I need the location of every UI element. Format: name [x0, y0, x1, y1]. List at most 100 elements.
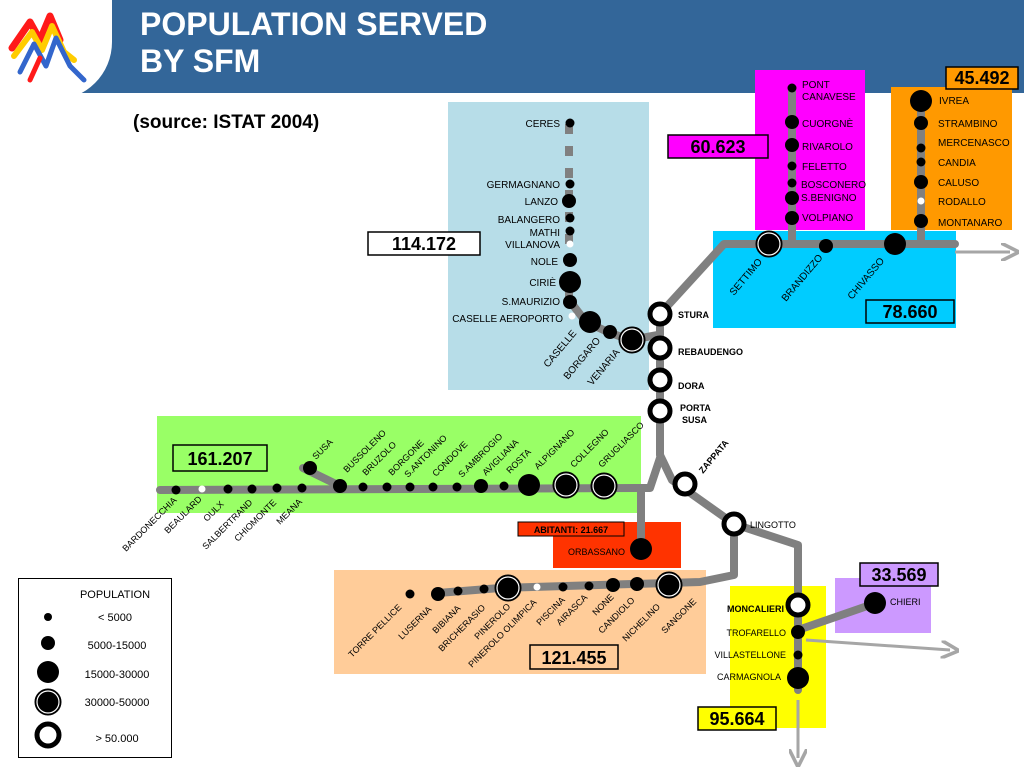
- label-germagnano: GERMAGNANO: [487, 180, 561, 191]
- total-box-susa: [172, 444, 268, 472]
- station-avigliana-marker: [474, 479, 488, 493]
- label-zappata: ZAPPATA: [697, 437, 731, 475]
- zone-ceres: [448, 102, 649, 390]
- station-rosta-marker: [499, 481, 509, 491]
- station-bruzolo-marker: [358, 482, 368, 492]
- label-stura: STURA: [678, 310, 709, 320]
- station-venaria-ring: [620, 328, 644, 352]
- station-stura-marker: [647, 301, 673, 327]
- label-cirie: CIRIÈ: [529, 276, 556, 289]
- label-dora: DORA: [678, 381, 705, 391]
- total-box-canavese: [667, 134, 769, 159]
- legend-dot-small-icon: [44, 613, 52, 621]
- station-oulx-marker: [223, 484, 233, 494]
- station-none-marker: [606, 578, 620, 592]
- station-bosconero-marker: [787, 178, 797, 188]
- station-beaulard-marker: [198, 485, 206, 493]
- label-smaurizio: S.MAURIZIO: [502, 297, 561, 308]
- legend-item-3: 15000-30000: [85, 669, 150, 681]
- station-bardonecchia-marker: [171, 485, 181, 495]
- logo-panel: [0, 0, 112, 100]
- label-lingotto: LINGOTTO: [750, 520, 796, 530]
- label-carmagnola: CARMAGNOLA: [717, 672, 781, 682]
- label-porta-2: SUSA: [682, 415, 708, 425]
- station-chivasso-marker: [884, 233, 906, 255]
- label-rebaudengo: REBAUDENGO: [678, 347, 743, 357]
- station-sbenigno-marker: [785, 191, 799, 205]
- station-carmagnola-marker: [787, 667, 809, 689]
- label-villastellone: VILLASTELLONE: [714, 650, 786, 660]
- legend-dot-medium-icon: [41, 636, 55, 650]
- page-subtitle: (source: ISTAT 2004): [133, 112, 320, 133]
- label-strambino: STRAMBINO: [938, 119, 998, 130]
- legend-item-1: < 5000: [98, 612, 132, 624]
- label-ceres: CERES: [526, 119, 561, 130]
- total-canavese: 60.623: [690, 137, 745, 157]
- station-cuorgne-marker: [785, 115, 799, 129]
- zone-ivrea: [891, 87, 1012, 230]
- station-caluso-marker: [914, 175, 928, 189]
- station-mathi-marker: [565, 226, 575, 236]
- station-cirie-marker: [559, 271, 581, 293]
- station-dora-marker: [647, 367, 673, 393]
- station-moncalieri-marker: [785, 592, 811, 618]
- label-pont-1: PONT: [802, 80, 830, 91]
- label-sbenigno: S.BENIGNO: [801, 193, 857, 204]
- total-orbassano: ABITANTI: 21.667: [534, 525, 608, 535]
- station-trofarello-marker: [791, 625, 805, 639]
- station-torre-pellice-marker: [405, 589, 415, 599]
- total-box-ivrea: [945, 66, 1019, 90]
- station-lanzo-marker: [562, 194, 576, 208]
- legend-graphic: POPULATION < 5000 5000-15000 15000-30000…: [34, 589, 150, 749]
- station-pinerolo-marker: [494, 574, 522, 602]
- station-porta-susa-marker: [647, 398, 673, 424]
- legend-dot-large-icon: [37, 661, 59, 683]
- station-germagnano-marker: [565, 179, 575, 189]
- station-pinerolo-olimpica-marker: [533, 583, 541, 591]
- total-box-ceres: [367, 231, 481, 256]
- total-pinerolo: 121.455: [541, 648, 606, 668]
- label-rivarolo: RIVAROLO: [802, 142, 853, 153]
- legend-item-2: 5000-15000: [88, 640, 147, 652]
- label-balangero: BALANGERO: [498, 215, 560, 226]
- label-porta-1: PORTA: [680, 403, 711, 413]
- station-nichelino-marker: [655, 571, 683, 599]
- station-santonino-marker: [405, 482, 415, 492]
- station-borgone-marker: [382, 482, 392, 492]
- label-bosconero: BOSCONERO: [801, 180, 866, 191]
- station-bricherasio-marker: [479, 584, 489, 594]
- label-caluso: CALUSO: [938, 178, 979, 189]
- station-sambrogio-marker: [452, 482, 462, 492]
- zone-totals: 114.172 60.623 45.492 78.660 161.207 ABI…: [172, 66, 1019, 731]
- station-villanova-marker: [566, 240, 574, 248]
- label-pont-2: CANAVESE: [802, 92, 856, 103]
- station-strambino-marker: [914, 116, 928, 130]
- station-brandizzo-marker: [819, 239, 833, 253]
- label-cuorgne: CUORGNÈ: [802, 117, 853, 130]
- station-piscina-marker: [558, 582, 568, 592]
- label-chieri: CHIERI: [890, 597, 921, 607]
- station-venaria-marker: [618, 326, 646, 354]
- station-bussoleno-marker: [333, 479, 347, 493]
- legend-dot-ringed-icon: [34, 688, 62, 716]
- total-box-chivasso: [865, 299, 955, 324]
- station-pinerolo-ring: [496, 576, 520, 600]
- station-susa-marker: [303, 461, 317, 475]
- station-bibiana-marker: [453, 586, 463, 596]
- label-montanaro: MONTANARO: [938, 218, 1002, 229]
- label-orbassano: ORBASSANO: [568, 547, 625, 557]
- label-mathi: MATHI: [530, 228, 560, 239]
- station-collegno-marker: [552, 471, 580, 499]
- label-rodallo: RODALLO: [938, 197, 986, 208]
- zone-carmagnola: [730, 586, 826, 728]
- label-mercenasco: MERCENASCO: [938, 138, 1010, 149]
- station-caselle-aeroporto-marker: [568, 312, 576, 320]
- page-title: POPULATION SERVED BY SFM: [140, 6, 660, 80]
- station-alpignano-marker: [518, 474, 540, 496]
- station-mercenasco-marker: [916, 143, 926, 153]
- station-montanaro-marker: [914, 214, 928, 228]
- station-ivrea-marker: [910, 90, 932, 112]
- legend: POPULATION < 5000 5000-15000 15000-30000…: [18, 578, 172, 758]
- total-box-carmagnola: [697, 706, 777, 731]
- station-balangero-marker: [565, 213, 575, 223]
